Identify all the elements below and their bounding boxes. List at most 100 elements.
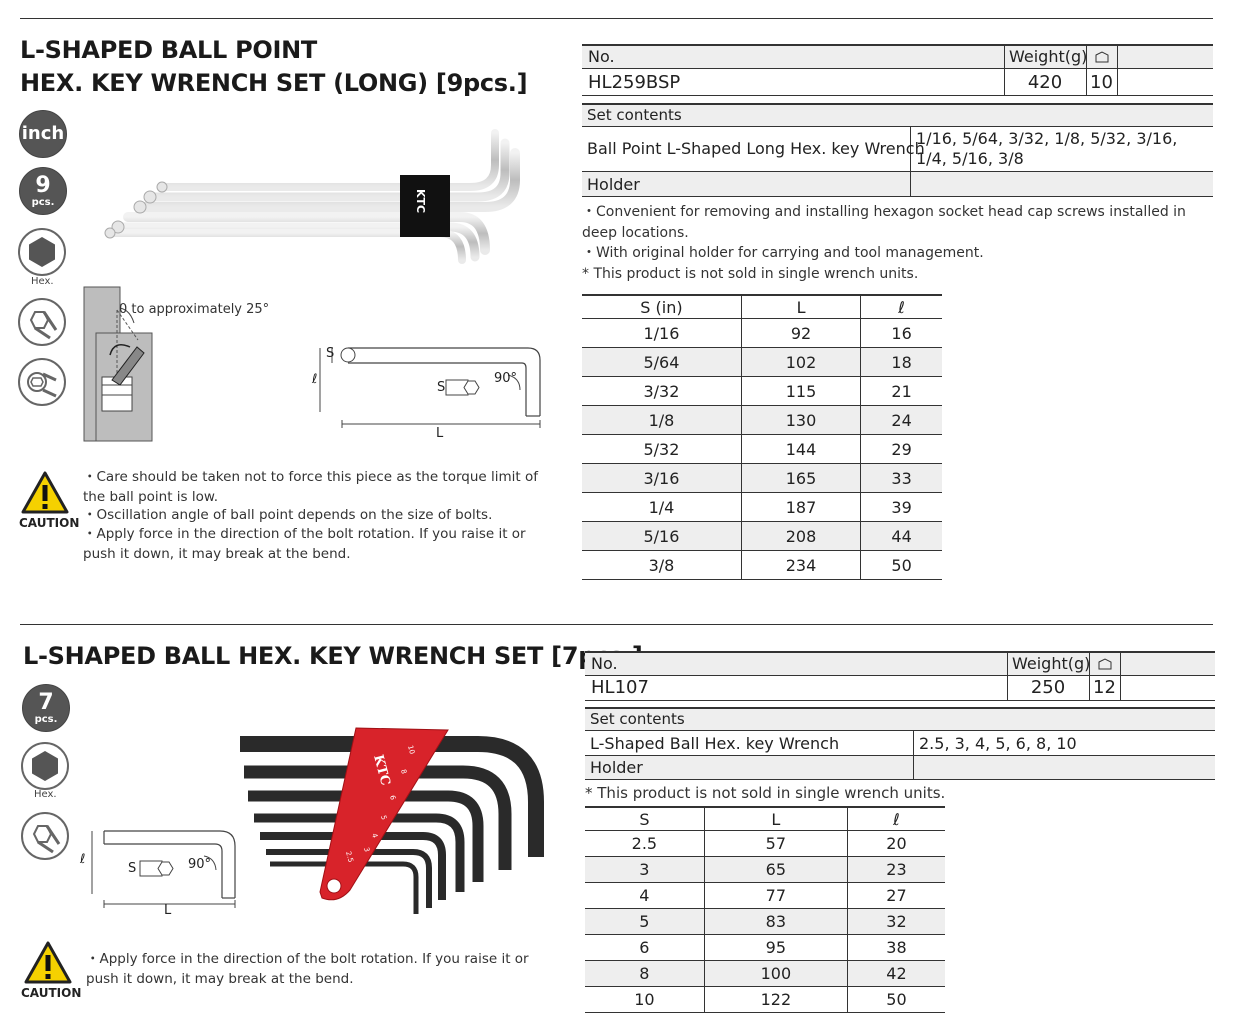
set2-item1-sizes: 2.5, 3, 4, 5, 6, 8, 10: [919, 734, 1077, 753]
table-cell: 102: [741, 347, 862, 377]
table-cell: 38: [847, 934, 945, 961]
caution-icon: [21, 471, 69, 514]
table-cell: 5/16: [582, 521, 742, 551]
red-holder: [319, 727, 449, 901]
set2-item1-name: L-Shaped Ball Hex. key Wrench: [590, 734, 840, 753]
hex-ball-icon: [18, 358, 66, 406]
s-label-side: S: [326, 346, 335, 361]
set1-title-line1: L-SHAPED BALL POINT: [20, 36, 317, 64]
table-cell: 1/16: [582, 318, 742, 348]
table-cell: 165: [741, 463, 862, 493]
table-cell: 3/16: [582, 463, 742, 493]
box-quantity-icon: [1095, 51, 1109, 63]
holder-mark-4: 4: [370, 832, 379, 839]
column-header: ℓ: [847, 806, 945, 831]
model-number: HL259BSP: [588, 72, 681, 93]
table-cell: 115: [741, 376, 862, 406]
item2-name: Holder: [587, 175, 640, 194]
set2-angle-90-label: 90°: [188, 857, 212, 872]
set2-s-label: S: [128, 861, 137, 876]
table-cell: 234: [741, 550, 862, 580]
set2-ball-icon: [21, 812, 69, 860]
s-label-hex: S: [437, 380, 446, 395]
no-header: No.: [588, 47, 615, 66]
holder-mark-3: 3: [362, 846, 371, 852]
set2-box-quantity-icon: [1098, 658, 1112, 670]
table-cell: 23: [847, 856, 945, 883]
holder-mark-5: 5: [379, 814, 388, 820]
column-header: ℓ: [860, 294, 942, 319]
table-cell: 2.5: [585, 830, 705, 857]
table-cell: 122: [704, 986, 848, 1013]
table-cell: 50: [860, 550, 942, 580]
set2-big-l-label: L: [164, 903, 172, 918]
table-cell: 65: [704, 856, 848, 883]
qty-value: 10: [1090, 72, 1113, 93]
table-cell: 21: [860, 376, 942, 406]
weight-header: Weight(g): [1009, 47, 1088, 66]
column-header: L: [704, 806, 848, 831]
caution-label: CAUTION: [19, 516, 80, 530]
table-cell: 10: [585, 986, 705, 1013]
caution-text-1: ・Care should be taken not to force this …: [83, 469, 539, 505]
table-cell: 20: [847, 830, 945, 857]
column-header: L: [741, 294, 862, 319]
oscillation-angle-label: 0 to approximately 25°: [119, 302, 270, 317]
holder-mark-2-5: 2.5: [344, 850, 355, 863]
table-cell: 44: [860, 521, 942, 551]
hex-socket-icon: [18, 228, 66, 276]
feature-note-2: ・With original holder for carrying and t…: [582, 245, 984, 261]
feature-note-3: * This product is not sold in single wre…: [582, 266, 919, 282]
set1-title-line2: HEX. KEY WRENCH SET (LONG) [9pcs.]: [20, 69, 528, 97]
set2-caution-icon: [24, 941, 72, 984]
table-cell: 5/32: [582, 434, 742, 464]
set2-item2-name: Holder: [590, 758, 643, 777]
table-cell: 5: [585, 908, 705, 935]
table-cell: 16: [860, 318, 942, 348]
holder-logo: KTC: [414, 189, 427, 213]
table-cell: 57: [704, 830, 848, 857]
table-cell: 92: [741, 318, 862, 348]
set2-small-l-label: ℓ: [80, 852, 86, 867]
table-cell: 6: [585, 934, 705, 961]
caution-text-2: ・Oscillation angle of ball point depends…: [83, 507, 493, 523]
table-cell: 27: [847, 882, 945, 909]
table-cell: 24: [860, 405, 942, 435]
set2-model-number: HL107: [591, 677, 649, 698]
section-divider: [20, 624, 1213, 625]
table-cell: 3/32: [582, 376, 742, 406]
ball-point-hex-icon: [18, 298, 66, 346]
column-header: S (in): [582, 294, 742, 319]
set2-wrench-photo: KTC 10 8 6 5 4 3 2.5: [240, 727, 544, 914]
set2-caution-text: ・Apply force in the direction of the bol…: [86, 951, 529, 987]
set2-caution-label: CAUTION: [21, 986, 82, 1000]
set2-hex-caption: Hex.: [34, 789, 57, 800]
table-cell: 187: [741, 492, 862, 522]
table-cell: 95: [704, 934, 848, 961]
table-cell: 42: [847, 960, 945, 987]
inch-badge: inch: [19, 110, 67, 158]
holder-mark-8: 8: [399, 768, 408, 774]
table-cell: 3/8: [582, 550, 742, 580]
item1-name: Ball Point L-Shaped Long Hex. key Wrench: [587, 139, 925, 158]
table-cell: 4: [585, 882, 705, 909]
set-contents-header: Set contents: [587, 106, 682, 124]
set2-weight-value: 250: [1030, 677, 1066, 698]
table-cell: 1/4: [582, 492, 742, 522]
table-cell: 3: [585, 856, 705, 883]
